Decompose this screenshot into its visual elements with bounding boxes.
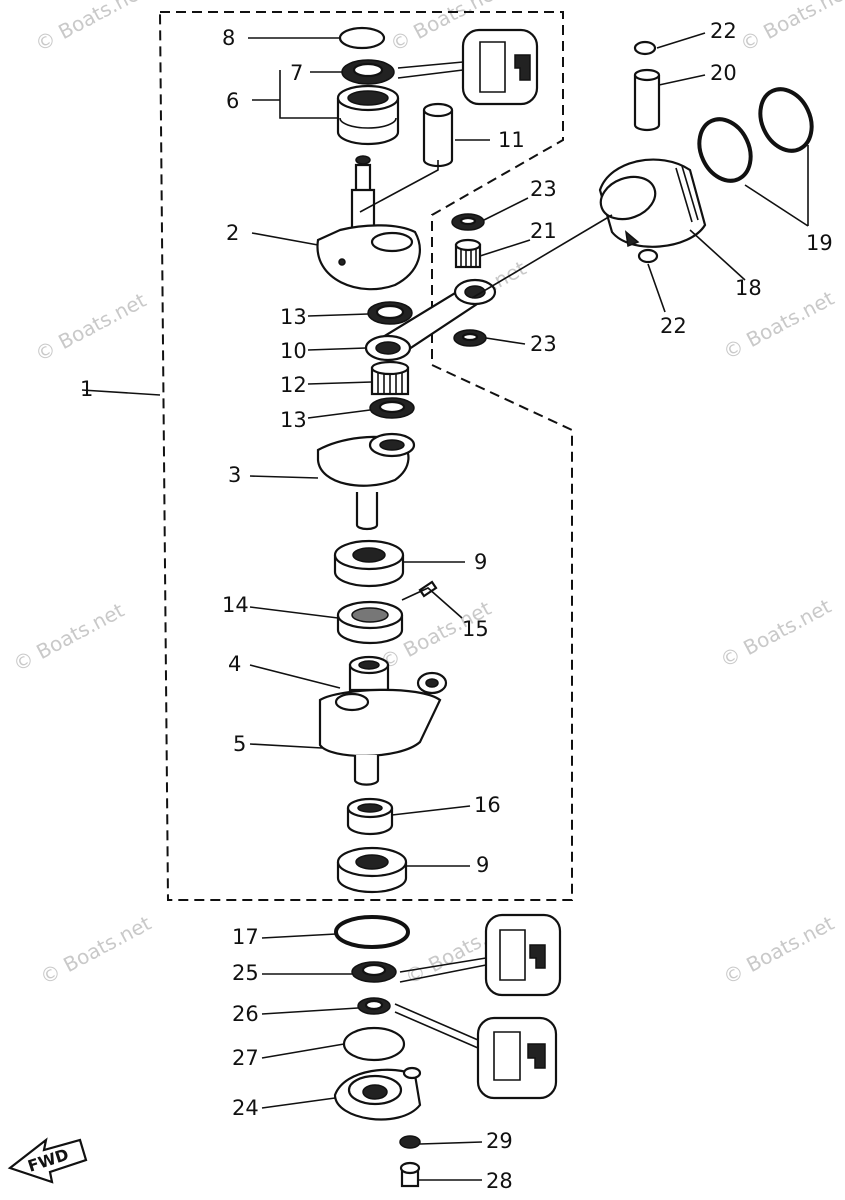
ball-bearing-part — [333, 539, 405, 588]
piston-part — [598, 158, 707, 248]
callout-23-lower: 23 — [530, 332, 557, 356]
callout-27: 27 — [232, 1046, 259, 1070]
ball-bearing-part — [336, 846, 408, 894]
callout-6: 6 — [226, 89, 239, 113]
callout-16: 16 — [474, 793, 501, 817]
callout-22-upper: 22 — [710, 19, 737, 43]
callout-2: 2 — [226, 221, 239, 245]
watermark: © Boats.net — [716, 594, 835, 673]
washer-part — [399, 1135, 421, 1149]
callout-9-lower: 9 — [476, 853, 489, 877]
plug-part — [338, 26, 386, 50]
watermark: © Boats.net — [736, 0, 845, 56]
callout-24: 24 — [232, 1096, 259, 1120]
grease-detail-box — [399, 913, 562, 997]
callout-21: 21 — [530, 219, 557, 243]
watermark: © Boats.net — [31, 288, 150, 367]
callout-23-upper: 23 — [530, 177, 557, 201]
callout-20: 20 — [710, 61, 737, 85]
small-end-bearing-part — [454, 238, 482, 269]
leader-lines — [81, 32, 809, 1181]
callout-13-lower: 13 — [280, 408, 307, 432]
callout-17: 17 — [232, 925, 259, 949]
watermark: © Boats.net — [31, 0, 150, 56]
callout-11: 11 — [498, 128, 525, 152]
callout-10: 10 — [280, 339, 307, 363]
watermark: © Boats.net — [36, 911, 155, 990]
callout-12: 12 — [280, 373, 307, 397]
connecting-rod-part — [364, 278, 497, 362]
callout-19: 19 — [806, 231, 833, 255]
thrust-washer-part — [369, 397, 415, 419]
lower-crankshaft-part — [318, 655, 448, 786]
bearing-part — [336, 84, 400, 146]
piston-rings-part — [697, 87, 814, 183]
small-end-washer-part — [451, 213, 485, 231]
callout-15: 15 — [462, 617, 489, 641]
needle-bearing-part — [370, 360, 410, 396]
grease-detail-box — [397, 28, 539, 106]
oil-seal-part — [351, 961, 397, 983]
o-ring-part — [334, 915, 410, 949]
callout-9-upper: 9 — [474, 550, 487, 574]
callout-14: 14 — [222, 593, 249, 617]
callout-7: 7 — [290, 61, 303, 85]
callout-13-upper: 13 — [280, 305, 307, 329]
thrust-washer-part — [367, 301, 413, 325]
grease-detail-box — [394, 1003, 558, 1100]
circlip-part — [637, 248, 659, 264]
fwd-arrow: FWD — [7, 1137, 88, 1184]
gasket-part — [342, 1026, 406, 1062]
lower-housing-part — [333, 1066, 422, 1121]
callout-labels: 1 2 3 4 5 6 7 8 9 9 10 11 12 13 13 14 15… — [80, 19, 833, 1193]
labyrinth-seal-part — [336, 600, 404, 645]
crank-pin-part — [422, 102, 454, 168]
callout-26: 26 — [232, 1002, 259, 1026]
piston-pin-part — [633, 68, 661, 132]
callout-22-lower: 22 — [660, 314, 687, 338]
oil-seal-part — [341, 59, 395, 85]
upper-crankshaft-part — [316, 155, 421, 291]
callout-29: 29 — [486, 1129, 513, 1153]
crank-web-part — [316, 432, 416, 531]
callout-25: 25 — [232, 961, 259, 985]
callout-1: 1 — [80, 377, 93, 401]
oil-seal-part — [357, 997, 391, 1015]
callout-18: 18 — [735, 276, 762, 300]
circlip-part — [633, 40, 657, 56]
bolt-part — [399, 1161, 421, 1188]
collar-part — [346, 797, 394, 836]
callout-28: 28 — [486, 1169, 513, 1193]
watermark: © Boats.net — [9, 598, 128, 677]
callout-8: 8 — [222, 26, 235, 50]
callout-5: 5 — [233, 732, 246, 756]
callout-4: 4 — [228, 652, 241, 676]
small-end-washer-part — [453, 329, 487, 347]
callout-3: 3 — [228, 463, 241, 487]
watermark: © Boats.net — [719, 911, 838, 990]
